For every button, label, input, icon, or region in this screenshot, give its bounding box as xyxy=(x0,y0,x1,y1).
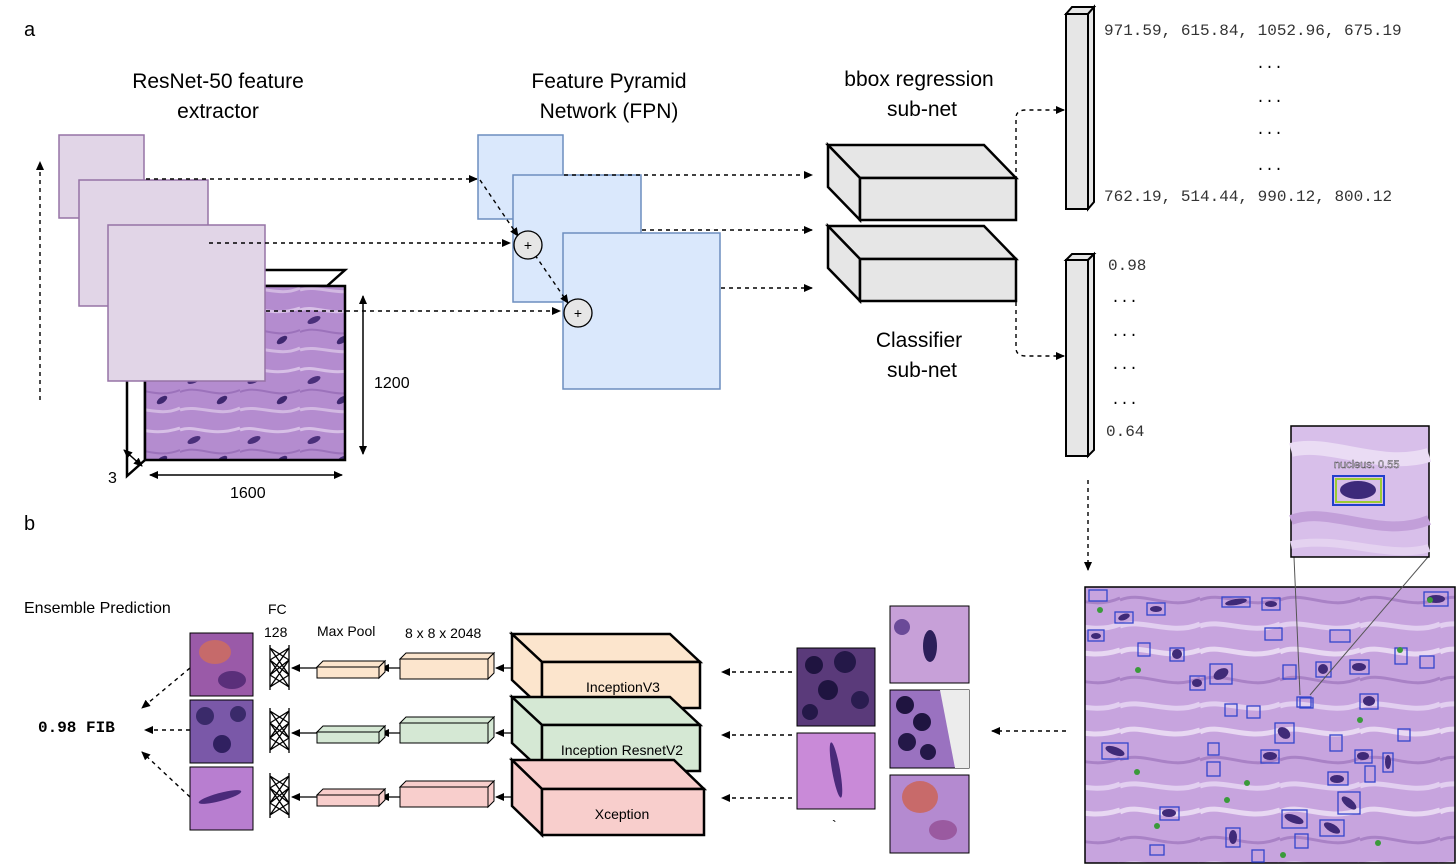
fc-label: FC xyxy=(268,601,287,617)
classifier-output-vector xyxy=(1063,251,1097,459)
patch-thumbnail-2 xyxy=(189,699,254,764)
classifier-output-last: 0.64 xyxy=(1106,423,1144,441)
nucleus-patch-5 xyxy=(889,774,970,854)
bbox-output-last: 762.19, 514.44, 990.12, 800.12 xyxy=(1104,188,1392,206)
panel-b-label: b xyxy=(24,513,35,535)
model-label-inception-resnetv2: Inception ResnetV2 xyxy=(561,742,683,758)
max-pool-slab-2 xyxy=(315,724,387,745)
resnet-feature-map-3 xyxy=(107,224,266,382)
classifier-subnet-title-line1: Classifier xyxy=(876,329,962,352)
resnet-title-line1: ResNet-50 feature xyxy=(132,70,304,93)
classifier-output-ellipsis: ... xyxy=(1111,324,1138,341)
zoom-line xyxy=(1309,556,1429,696)
max-pool-slab-1 xyxy=(315,659,387,680)
zoom-inset: nucleus: 0.55 xyxy=(1289,425,1432,558)
bbox-output-ellipsis: ... xyxy=(1256,56,1283,73)
bbox-output-vector xyxy=(1063,4,1097,212)
patch-thumbnail-3 xyxy=(189,766,254,831)
add-node-2: + xyxy=(563,298,593,328)
fc-layer-row-1 xyxy=(269,645,290,690)
bbox-subnet-title-line1: bbox regression xyxy=(844,68,993,91)
top-down-arrow-1 xyxy=(479,179,519,237)
fc-size-label: 128 xyxy=(264,624,288,640)
fpn-title-line2: Network (FPN) xyxy=(540,100,679,123)
feature-map-slab-1 xyxy=(398,651,496,681)
feature-map-slab-2 xyxy=(398,715,496,745)
fc-layer-row-3 xyxy=(269,773,290,818)
fpn-title-line1: Feature Pyramid xyxy=(531,70,686,93)
bbox-output-ellipsis: ... xyxy=(1256,158,1283,175)
model-label-inceptionv3: InceptionV3 xyxy=(586,679,660,695)
top-down-arrow-2 xyxy=(534,254,569,304)
nucleus-patch-2 xyxy=(796,732,876,810)
bbox-output-first: 971.59, 615.84, 1052.96, 675.19 xyxy=(1104,22,1402,40)
max-pool-label: Max Pool xyxy=(317,623,375,639)
prediction-arrow-1 xyxy=(141,667,191,709)
ensemble-prediction-result: 0.98 FIB xyxy=(38,719,115,737)
classifier-subnet xyxy=(825,222,1019,305)
depth-dimension-arrow xyxy=(123,449,143,467)
classifier-subnet-title-line2: sub-net xyxy=(887,359,957,382)
stray-backtick: ` xyxy=(832,817,837,833)
prediction-arrow-3 xyxy=(141,751,191,798)
bbox-regression-subnet xyxy=(825,141,1019,224)
resnet-title-line2: extractor xyxy=(177,100,259,123)
feature-shape-label: 8 x 8 x 2048 xyxy=(405,625,481,641)
max-pool-slab-3 xyxy=(315,787,387,808)
height-dimension-label: 1200 xyxy=(374,375,410,392)
model-label-xception: Xception xyxy=(595,806,649,822)
classifier-output-ellipsis: ... xyxy=(1111,392,1138,409)
width-dimension-label: 1600 xyxy=(230,485,266,502)
bbox-output-ellipsis: ... xyxy=(1256,122,1283,139)
svg-text:+: + xyxy=(524,237,532,253)
patch-thumbnail-1 xyxy=(189,632,254,697)
classifier-output-ellipsis: ... xyxy=(1111,357,1138,374)
bbox-output-arrow xyxy=(1015,106,1065,180)
nucleus-patch-1 xyxy=(796,647,876,727)
fc-layer-row-2 xyxy=(269,708,290,753)
classifier-output-ellipsis: ... xyxy=(1111,290,1138,307)
add-node-1: + xyxy=(513,230,543,260)
svg-text:+: + xyxy=(574,305,582,321)
depth-dimension-label: 3 xyxy=(108,470,117,487)
detection-result-image xyxy=(1084,586,1456,864)
panel-a-label: a xyxy=(24,19,36,41)
classifier-output-arrow xyxy=(1015,302,1065,360)
zoom-line xyxy=(1293,556,1301,696)
nucleus-patch-4 xyxy=(889,689,970,769)
nucleus-patch-3 xyxy=(889,605,970,684)
classifier-output-first: 0.98 xyxy=(1108,257,1146,275)
zoom-detection-label: nucleus: 0.55 xyxy=(1334,459,1399,471)
ensemble-prediction-title: Ensemble Prediction xyxy=(24,600,171,617)
bbox-output-ellipsis: ... xyxy=(1256,90,1283,107)
model-block-xception xyxy=(508,757,708,838)
bbox-subnet-title-line2: sub-net xyxy=(887,98,957,121)
feature-map-slab-3 xyxy=(398,779,496,809)
